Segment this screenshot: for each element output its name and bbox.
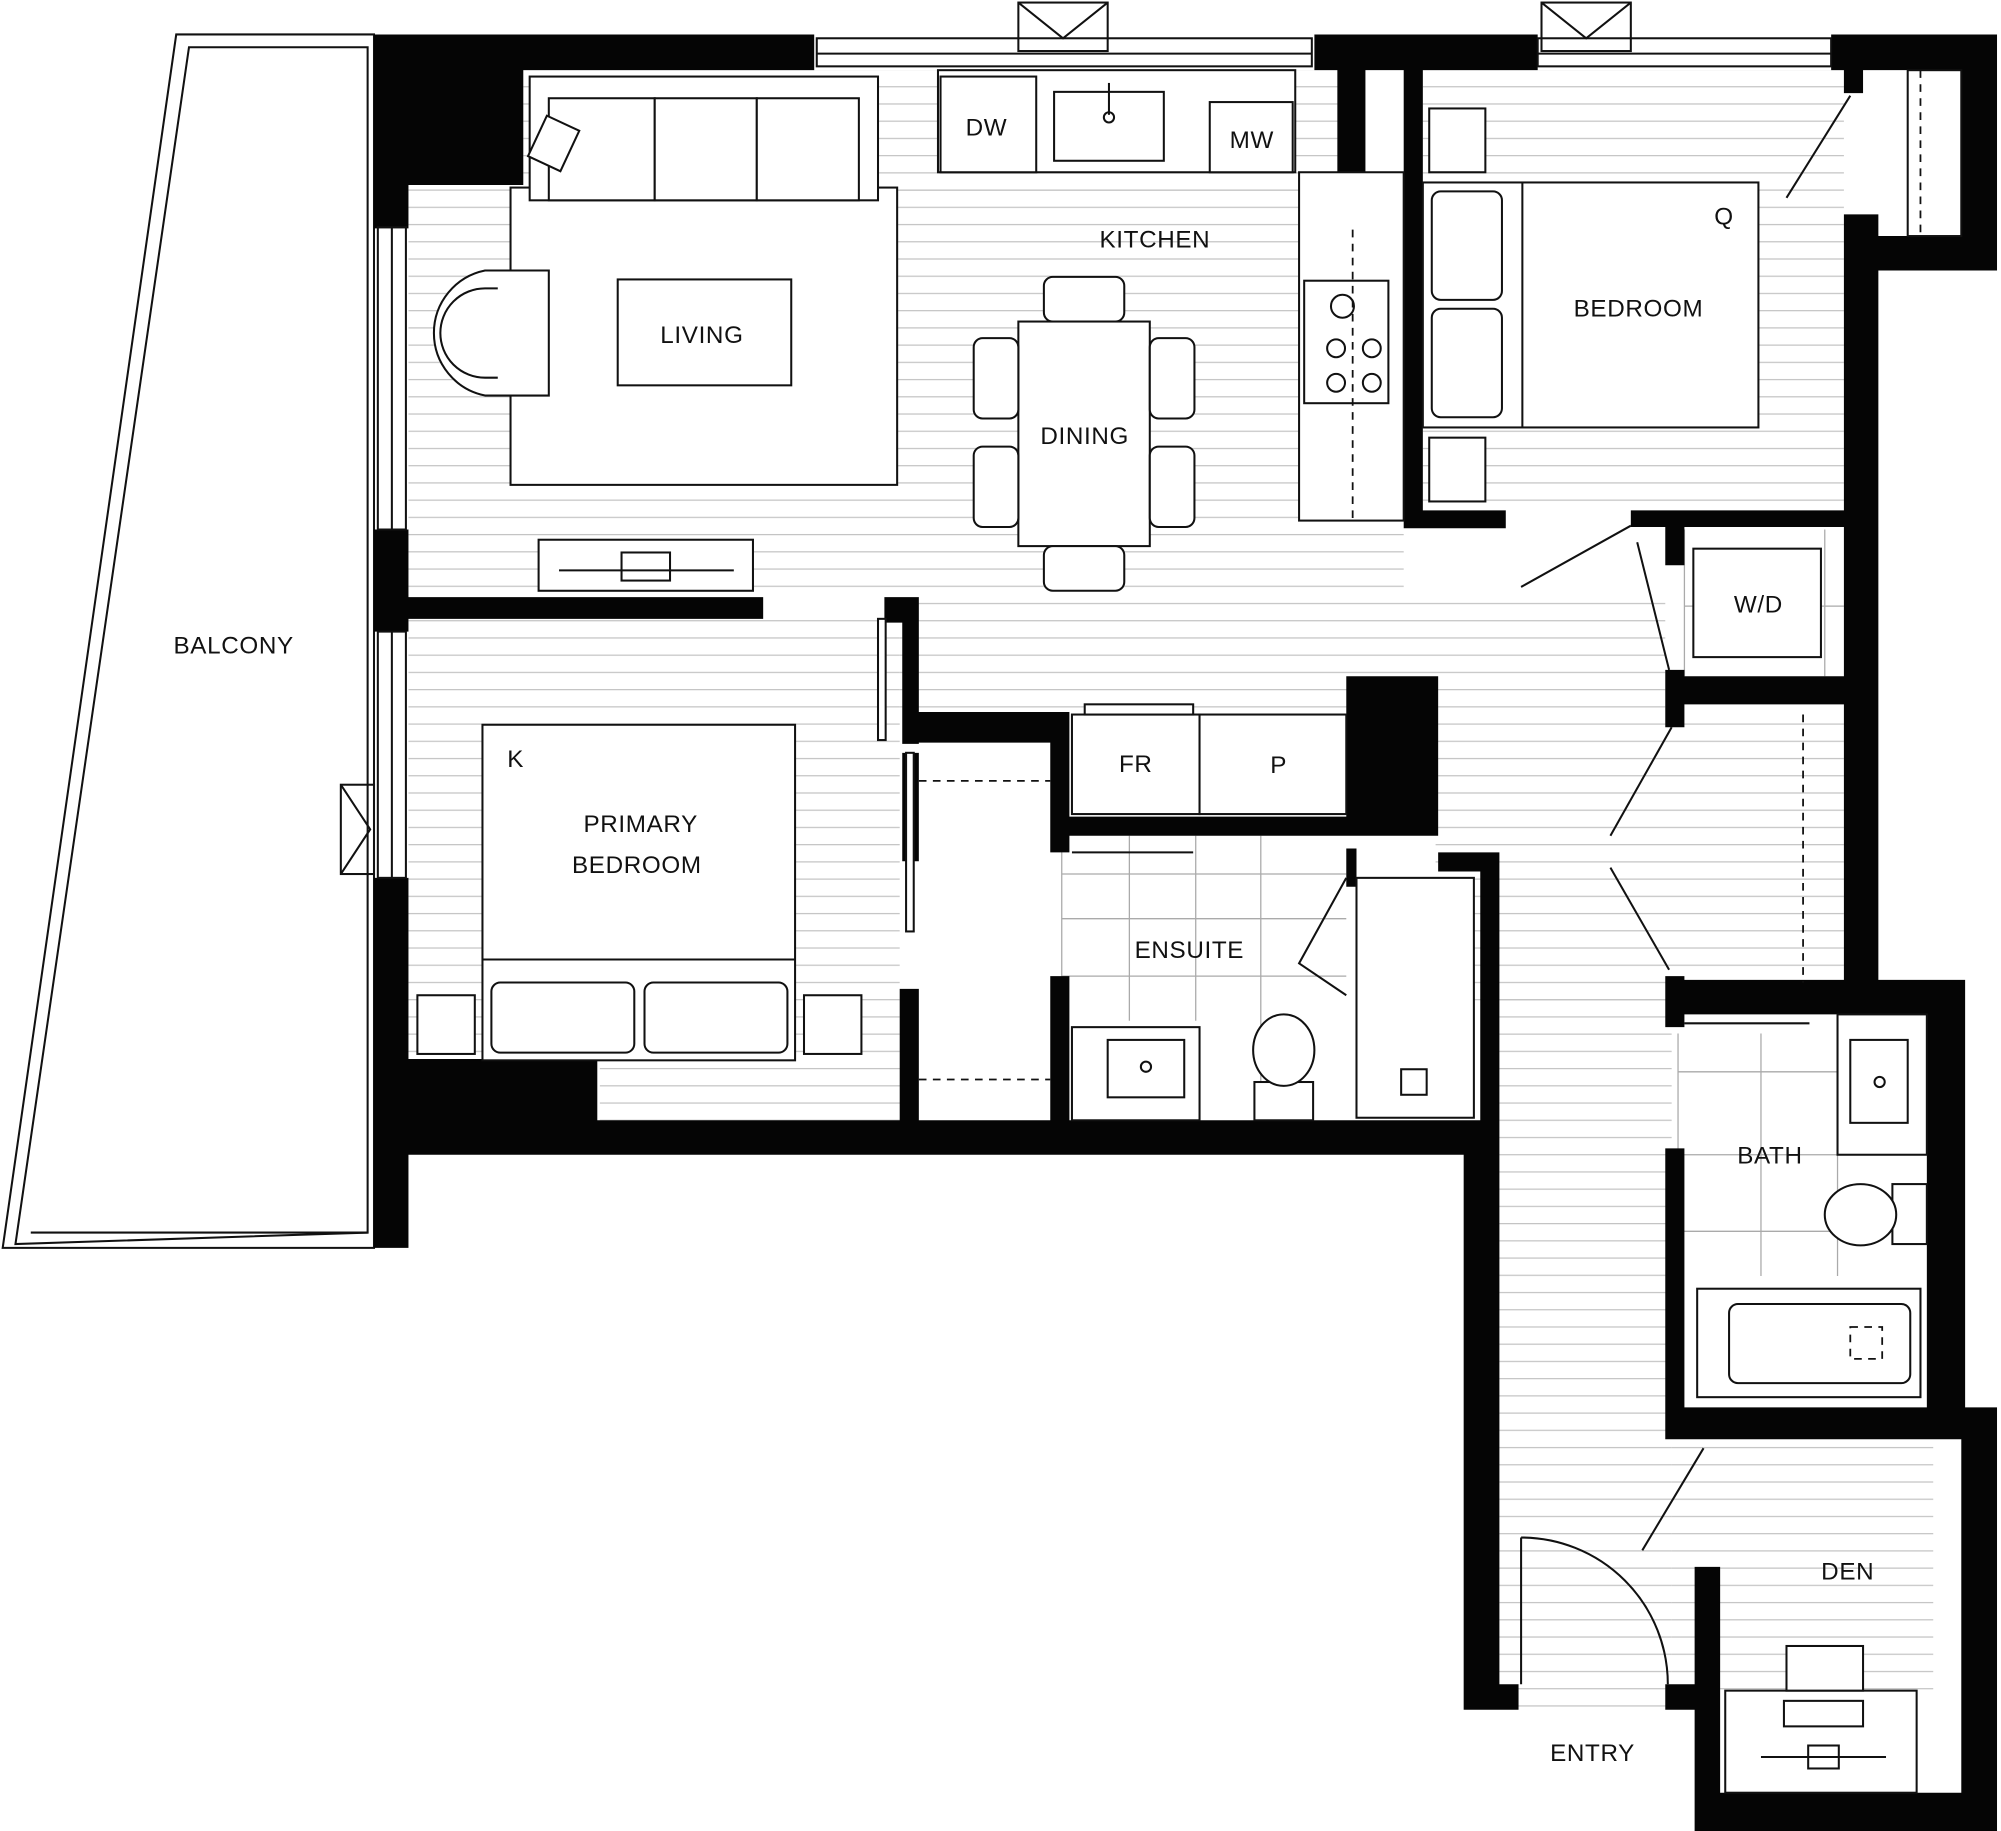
dining-chair [972, 445, 1020, 528]
floor-area [599, 1059, 907, 1121]
label-pantry: P [1270, 752, 1287, 779]
burner-or-drain [1102, 111, 1116, 124]
toilet-tank [1253, 1080, 1315, 1122]
shower-door [1297, 877, 1348, 997]
washer-dryer [1692, 547, 1822, 659]
fridge [1070, 713, 1201, 816]
window-frame [1017, 1, 1109, 53]
floor-area [1435, 708, 1844, 1002]
label-king-bed: K [507, 746, 524, 773]
sofa-pillow [526, 114, 581, 173]
burner-or-drain [1361, 372, 1382, 393]
burner-or-drain [1139, 1060, 1153, 1073]
pillow [1430, 307, 1503, 419]
room-label-primary-2: BEDROOM [572, 852, 702, 879]
pillow [490, 981, 636, 1054]
room-label-living: LIVING [660, 322, 743, 349]
sofa-cushion [755, 97, 860, 202]
dining-chair [1148, 337, 1196, 420]
window-frame [1540, 1, 1632, 53]
room-label-balcony: BALCONY [174, 632, 294, 659]
burner-or-drain [1361, 338, 1382, 359]
sliding-door [905, 751, 915, 933]
room-label-bedroom: BEDROOM [1574, 295, 1704, 322]
label-fridge: FR [1119, 751, 1153, 778]
coffee-table [616, 278, 793, 387]
pillow [643, 981, 789, 1054]
dining-table [1017, 320, 1151, 548]
room-label-den: DEN [1821, 1559, 1874, 1586]
floor-area [899, 599, 1666, 709]
door-leaf [1636, 542, 1671, 671]
pantry [1198, 713, 1348, 816]
window-bay [1017, 1, 1109, 40]
burner-or-drain [1873, 1075, 1886, 1089]
door-leaf [1609, 726, 1673, 837]
door-leaf [1609, 867, 1670, 971]
armchair [432, 269, 550, 397]
sliding-door [876, 617, 887, 742]
nightstand [802, 994, 863, 1055]
label-washer-dryer: W/D [1734, 591, 1783, 618]
burner-or-drain [1329, 293, 1355, 319]
furniture [416, 69, 1928, 1794]
burner-or-drain [1326, 372, 1347, 393]
bath-basin [1849, 1038, 1909, 1124]
tub-basin [1728, 1303, 1912, 1385]
nightstand [416, 994, 476, 1055]
door-leaf [1520, 524, 1632, 588]
window-bay [339, 784, 372, 875]
tub-drain [1849, 1326, 1884, 1360]
room-label-kitchen: KITCHEN [1099, 227, 1210, 254]
dining-chair [1042, 275, 1126, 323]
dining-chair [1042, 545, 1126, 592]
dining-chair [972, 337, 1020, 420]
cooktop [1303, 279, 1390, 405]
fridge-handle [1083, 703, 1195, 716]
burner-or-drain [1326, 338, 1347, 359]
label-microwave: MW [1230, 127, 1274, 154]
label-queen-bed: Q [1714, 204, 1733, 231]
room-label-ensuite: ENSUITE [1135, 937, 1245, 964]
room-label-entry: ENTRY [1550, 1740, 1635, 1767]
shower-drain [1400, 1068, 1428, 1096]
dishwasher [939, 75, 1038, 174]
toilet-tank [1891, 1183, 1928, 1246]
window-frame [1536, 37, 1833, 68]
ensuite-toilet [1252, 1013, 1316, 1087]
monitor [1782, 1699, 1865, 1728]
room-label-dining: DINING [1040, 423, 1129, 450]
nightstand [1428, 436, 1487, 503]
pillow [1430, 190, 1503, 301]
window-bay [1540, 1, 1632, 40]
doors [876, 95, 1852, 1685]
microwave [1208, 101, 1294, 174]
dining-chair [1148, 445, 1196, 528]
tv [620, 551, 672, 582]
den-chair [1785, 1644, 1865, 1692]
room-label-bath: BATH [1737, 1143, 1802, 1170]
ensuite-basin [1106, 1038, 1186, 1099]
window-frame [815, 37, 1313, 68]
nightstand [1428, 107, 1487, 174]
floor-area [1499, 995, 1672, 1710]
bath-toilet [1823, 1183, 1898, 1247]
door-leaf [1785, 95, 1852, 199]
sofa-cushion [653, 97, 758, 202]
window-frame [339, 783, 376, 876]
window-frame [1906, 69, 1963, 238]
door-leaf [1641, 1447, 1705, 1551]
windows [339, 1, 1963, 879]
armchair-seat [439, 287, 498, 379]
room-label-primary-1: PRIMARY [583, 811, 697, 838]
entry-door-swing [1520, 1536, 1669, 1685]
label-dishwasher: DW [966, 114, 1008, 141]
